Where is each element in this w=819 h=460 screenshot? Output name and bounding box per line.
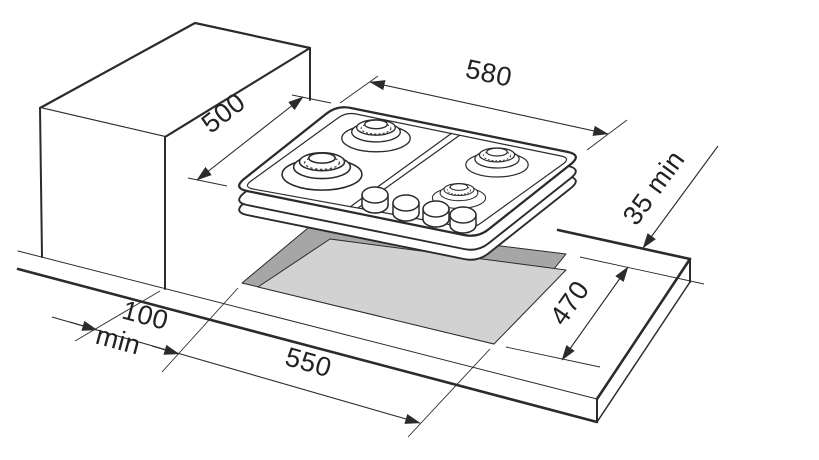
control-knob-2	[392, 194, 420, 222]
control-knob-1	[361, 186, 389, 214]
worktop-back-edge	[556, 228, 692, 261]
dim-line-hob-depth	[196, 96, 304, 181]
control-knob-3	[422, 200, 450, 228]
cabinet-left-edge	[39, 107, 43, 258]
dim-hob-width: 580	[463, 54, 515, 93]
worktop-front-edge-top	[17, 250, 598, 400]
control-knob-4	[449, 206, 477, 234]
dim-arrow-side-clearance-left	[69, 320, 98, 331]
worktop-front-edge-bottom	[16, 267, 599, 424]
dim-arrow-side-clearance-right	[151, 344, 180, 355]
hob	[238, 106, 577, 261]
dim-line-hob-width	[369, 80, 609, 136]
dim-line-rear-clearance	[642, 145, 719, 249]
burner-back-right	[465, 147, 529, 178]
dim-cutout-width: 550	[282, 342, 335, 384]
dim-line-cutout-depth	[561, 266, 629, 361]
dim-rear-clearance: 35 min	[617, 145, 691, 231]
worktop-right-face-bottom	[596, 281, 691, 423]
worktop	[16, 228, 692, 424]
hob-top-face	[238, 106, 577, 237]
cutout-floor	[257, 238, 567, 345]
dim-line-cutout-width	[51, 316, 421, 424]
worktop-right-edge	[595, 257, 692, 401]
